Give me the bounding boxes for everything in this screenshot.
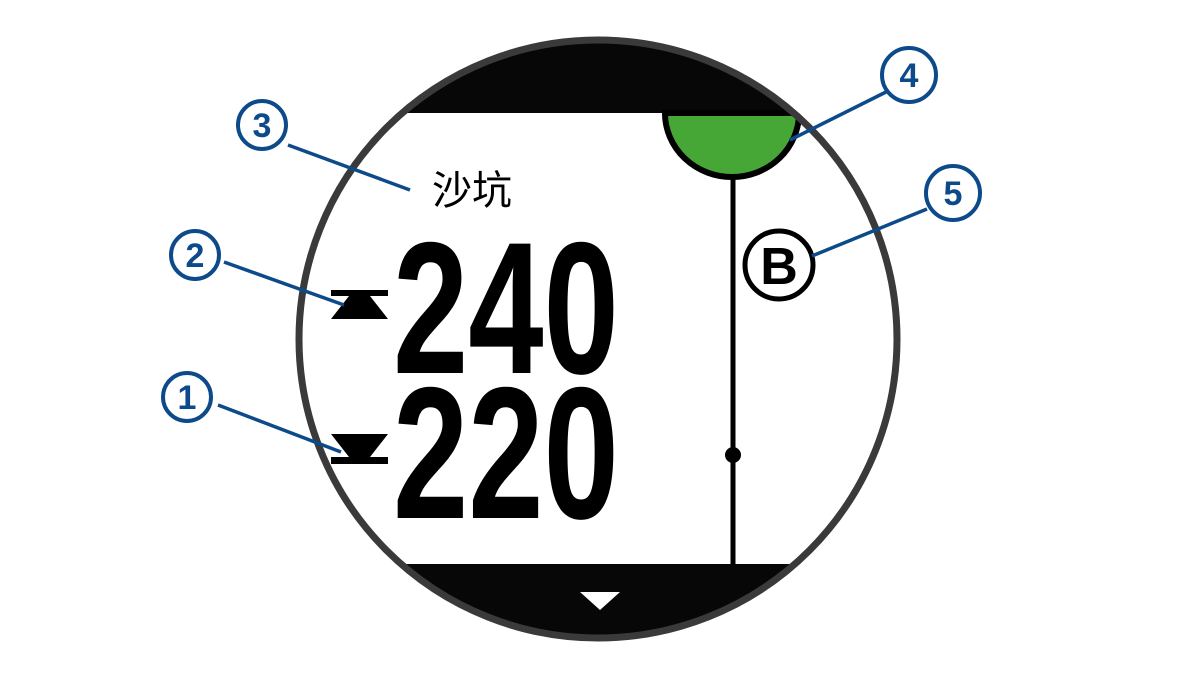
- callout-3-label: 3: [253, 107, 272, 145]
- reach-distance-icon: [331, 434, 388, 464]
- callout-line-4: [789, 90, 887, 142]
- reach-distance: 220: [393, 348, 619, 558]
- callout-1: 1: [161, 371, 213, 423]
- callout-2-label: 2: [186, 237, 205, 275]
- hazard-marker: B: [742, 228, 816, 302]
- callout-2: 2: [169, 229, 221, 281]
- callout-4: 4: [880, 46, 938, 104]
- callout-line-5: [811, 207, 928, 258]
- callout-line-3: [287, 143, 411, 192]
- carry-distance: 240: [393, 203, 619, 413]
- callout-3: 3: [236, 99, 288, 151]
- scroll-down-arrow-icon[interactable]: [580, 592, 620, 610]
- carry-distance-icon: [331, 290, 388, 319]
- callout-1-label: 1: [178, 379, 197, 417]
- hazard-name: 沙坑: [432, 168, 512, 214]
- callout-5-label: 5: [944, 175, 963, 213]
- callout-line-2: [223, 260, 345, 307]
- watch-bezel: [295, 36, 901, 642]
- hazard-marker-letter: B: [760, 238, 798, 296]
- callout-5: 5: [924, 164, 982, 222]
- player-position-dot: [725, 447, 741, 463]
- callout-line-1: [217, 403, 342, 454]
- callout-4-label: 4: [900, 57, 919, 95]
